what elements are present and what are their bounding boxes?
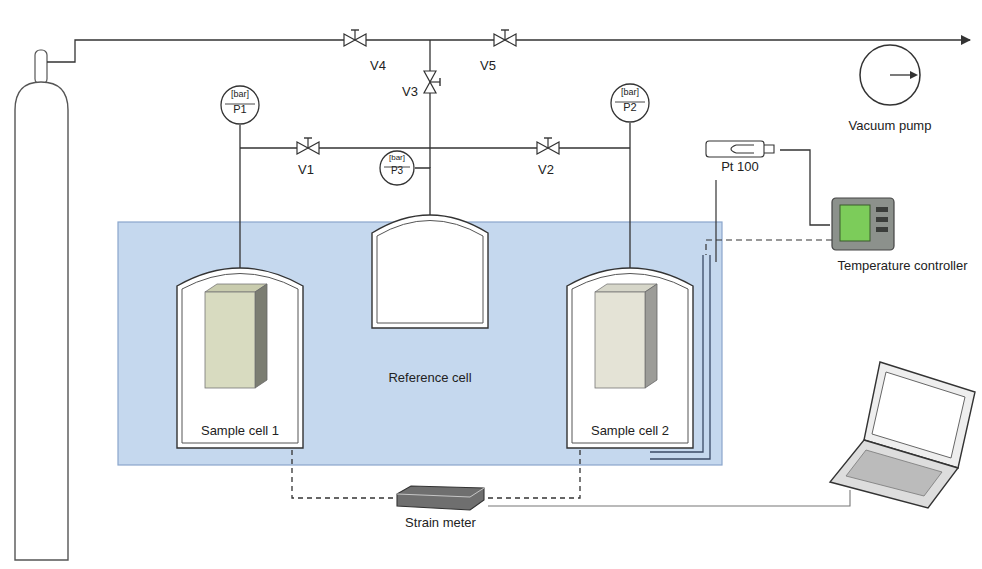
reference-cell: Reference cell	[370, 205, 490, 395]
pipe-line	[239, 125, 240, 258]
pipe-line	[415, 168, 430, 205]
node-text-group: [bar] P2	[610, 87, 650, 114]
valve-symbol	[297, 138, 319, 154]
valve-symbol	[494, 30, 516, 46]
pipe-line	[780, 150, 830, 225]
temperature-sensor: Pt 100	[700, 138, 780, 180]
valve-label: V3	[402, 84, 418, 99]
sample-cell: Sample cell 2	[565, 258, 695, 450]
gauge-label: P3	[391, 165, 403, 177]
node-text-group: Strain meter	[393, 516, 488, 531]
sample-cell-outline	[175, 258, 305, 450]
node-label: Strain meter	[405, 516, 476, 531]
gauge-label: P1	[233, 103, 246, 116]
node-text-group: Sample cell 1	[175, 424, 305, 439]
valve-label: V1	[298, 162, 314, 177]
heater-wire	[706, 240, 832, 255]
node-text-group: Pt 100	[700, 160, 780, 175]
gas-cylinder	[15, 50, 68, 560]
node-label: Temperature controller	[837, 259, 967, 274]
valve-symbol	[424, 71, 440, 93]
pressure-gauge: [bar] P3	[379, 150, 415, 186]
pipe-line	[629, 123, 630, 258]
signal-wire	[292, 450, 393, 498]
probe-wire	[715, 180, 716, 262]
laptop	[830, 362, 975, 508]
unit-label: [bar]	[621, 87, 639, 97]
unit-label: [bar]	[231, 89, 249, 99]
node-text-group: [bar] P3	[379, 153, 415, 177]
vacuum-pump: Vacuum pump	[835, 43, 945, 138]
gauge-label: P2	[623, 101, 636, 114]
gas-line	[429, 40, 430, 168]
strain-meter-outline	[393, 484, 488, 540]
node-text-group: [bar] P1	[220, 89, 260, 116]
valve-symbol	[344, 30, 366, 46]
node-label: Pt 100	[721, 160, 759, 175]
sample-cell: Sample cell 1	[175, 258, 305, 450]
node-label: Sample cell 2	[591, 424, 669, 439]
reference-cell-outline	[370, 205, 490, 395]
node-text-group: Reference cell	[370, 371, 490, 386]
valve-symbol	[537, 138, 559, 154]
node-text-group: Vacuum pump	[835, 119, 945, 134]
valve-label: V4	[370, 58, 386, 73]
unit-label: [bar]	[389, 153, 405, 162]
pressure-gauge: [bar] P1	[220, 85, 260, 125]
sample-cell-outline	[565, 258, 695, 450]
node-label: Sample cell 1	[201, 424, 279, 439]
gas-line	[47, 40, 970, 62]
temperature-controller: Temperature controller	[830, 195, 975, 283]
pressure-gauge: [bar] P2	[610, 83, 650, 123]
valve-label: V2	[538, 162, 554, 177]
node-label: Reference cell	[388, 371, 471, 386]
node-label: Vacuum pump	[849, 119, 932, 134]
node-text-group: Temperature controller	[830, 259, 975, 274]
node-text-group: Sample cell 2	[565, 424, 695, 439]
signal-wire	[488, 450, 580, 498]
strain-meter: Strain meter	[393, 484, 488, 540]
valve-label: V5	[480, 58, 496, 73]
